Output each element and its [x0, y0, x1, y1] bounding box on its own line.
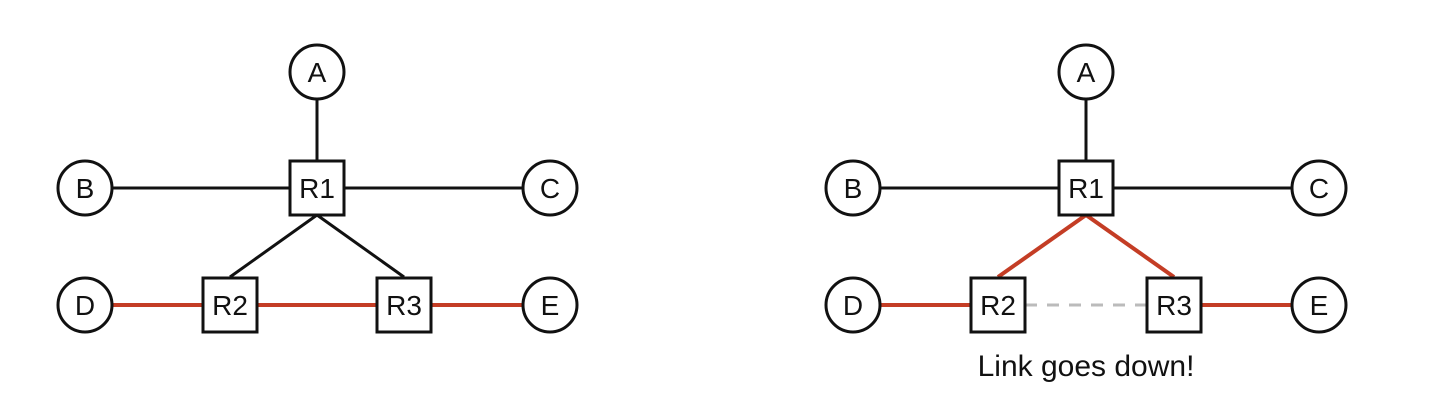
router-r1: R1: [288, 159, 346, 217]
host-e-label: E: [1310, 290, 1329, 321]
router-r2-label: R2: [980, 290, 1016, 321]
diagram-after: A B C D E R1 R2 R3: [824, 43, 1348, 383]
host-a: A: [288, 43, 346, 101]
host-c-label: C: [540, 173, 560, 204]
host-d-label: D: [75, 290, 95, 321]
host-a-label: A: [308, 57, 327, 88]
router-r3-label: R3: [386, 290, 422, 321]
router-r1-label: R1: [1068, 173, 1104, 204]
host-d-label: D: [843, 290, 863, 321]
router-r3: R3: [375, 276, 433, 334]
host-c-label: C: [1309, 173, 1329, 204]
router-r2: R2: [201, 276, 259, 334]
router-r1-label: R1: [299, 173, 335, 204]
path-r1-r2: [996, 213, 1088, 279]
host-a: A: [1057, 43, 1115, 101]
host-a-label: A: [1077, 57, 1096, 88]
host-d: D: [824, 276, 882, 334]
link-r1-r2: [229, 213, 318, 279]
host-c: C: [521, 159, 579, 217]
host-e: E: [521, 276, 579, 334]
router-r3: R3: [1145, 276, 1203, 334]
path-r1-r3: [1084, 213, 1176, 279]
host-c: C: [1290, 159, 1348, 217]
router-r2-label: R2: [212, 290, 248, 321]
router-r1: R1: [1057, 159, 1115, 217]
link-r1-r3: [316, 213, 405, 279]
router-r3-label: R3: [1156, 290, 1192, 321]
host-b: B: [824, 159, 882, 217]
link-down-caption: Link goes down!: [978, 350, 1195, 383]
host-e-label: E: [541, 290, 560, 321]
router-r2: R2: [969, 276, 1027, 334]
host-b-label: B: [76, 173, 95, 204]
host-b: B: [56, 159, 114, 217]
host-d: D: [56, 276, 114, 334]
host-e: E: [1290, 276, 1348, 334]
diagram-before: A B C D E R1 R2 R3: [56, 43, 579, 334]
host-b-label: B: [844, 173, 863, 204]
